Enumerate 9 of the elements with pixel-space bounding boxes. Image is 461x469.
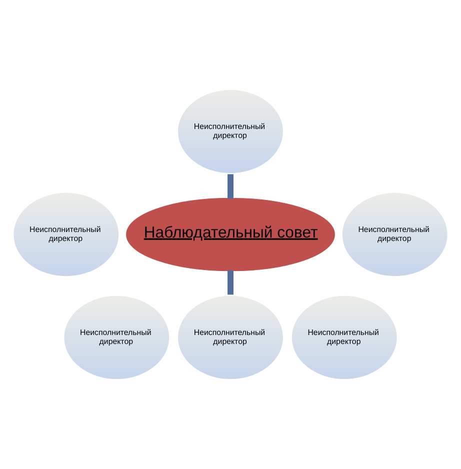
node-ellipse: Неисполнительный директор: [176, 294, 285, 382]
node-ellipse: Неисполнительный директор: [290, 294, 399, 382]
node-ellipse: Неисполнительный директор: [62, 294, 172, 382]
node-ellipse: Неисполнительный директор: [176, 88, 285, 176]
connector: [228, 270, 234, 295]
node-ellipse: Неисполнительный директор: [340, 190, 450, 278]
node-ellipse: Наблюдательный совет: [126, 198, 335, 272]
node-ellipse: Неисполнительный директор: [12, 190, 121, 278]
connector: [228, 174, 234, 199]
